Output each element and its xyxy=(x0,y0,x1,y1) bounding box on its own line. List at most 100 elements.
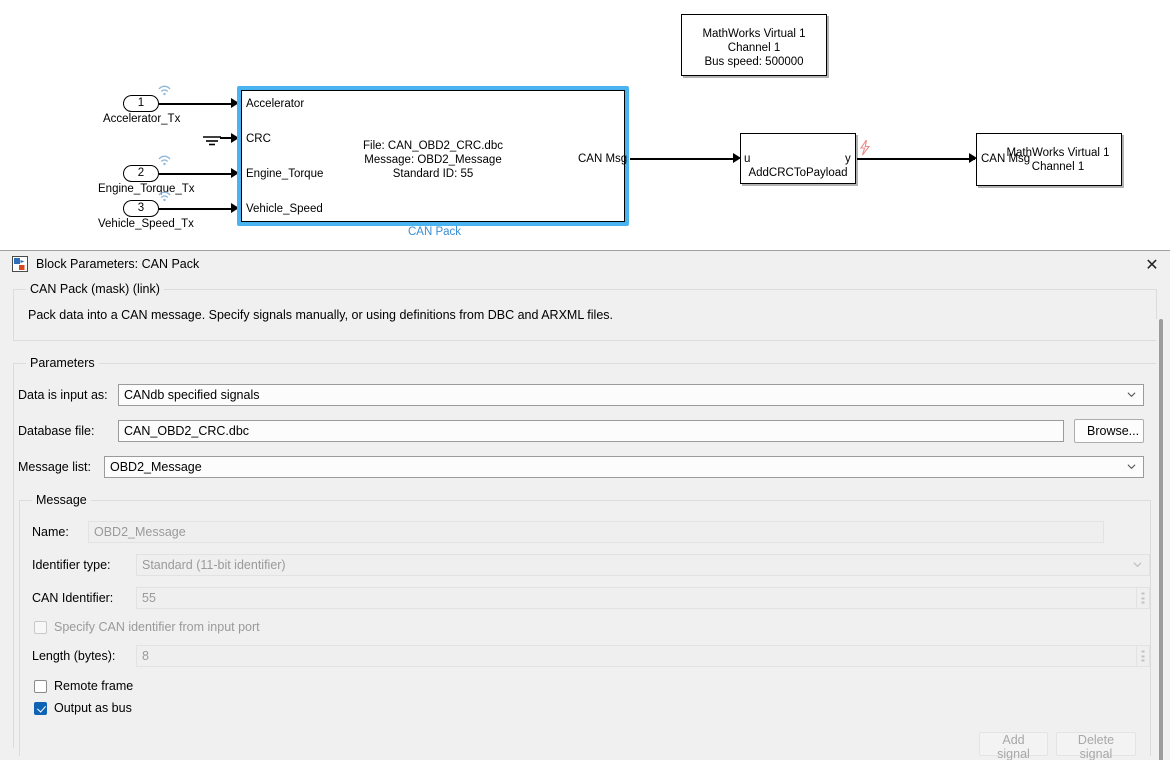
can-configuration-text: MathWorks Virtual 1 Channel 1 Bus speed:… xyxy=(702,28,806,68)
can-pack-port-accelerator: Accelerator xyxy=(246,98,305,110)
length-bytes-value: 8 xyxy=(142,649,149,663)
can-pack-port-vehicle-speed: Vehicle_Speed xyxy=(246,203,323,215)
dialog-scrollbar[interactable] xyxy=(1156,319,1166,760)
signal-arrow-crc xyxy=(231,133,239,143)
can-identifier-value: 55 xyxy=(142,591,156,605)
identifier-type-value: Standard (11-bit identifier) xyxy=(142,558,286,572)
signal-arrow-accelerator xyxy=(231,98,239,108)
message-group-legend: Message xyxy=(32,493,91,507)
identifier-type-row: Identifier type: Standard (11-bit identi… xyxy=(32,554,1150,576)
signal-buttons-row: Add signal Delete signal xyxy=(20,732,1136,760)
add-crc-to-payload-block[interactable] xyxy=(740,133,856,184)
inport-label-1: Accelerator_Tx xyxy=(103,113,181,125)
signal-line-vehicle-speed[interactable] xyxy=(159,208,235,210)
signal-line-can-msg[interactable] xyxy=(630,158,738,160)
can-identifier-label: CAN Identifier: xyxy=(32,591,114,605)
inport-number-2: 2 xyxy=(137,167,145,179)
specify-can-id-label: Specify CAN identifier from input port xyxy=(54,620,260,634)
delete-signal-button: Delete signal xyxy=(1056,732,1136,760)
can-identifier-row: CAN Identifier: 55 xyxy=(32,587,1150,609)
identifier-type-select: Standard (11-bit identifier) xyxy=(136,554,1150,576)
can-pack-body-text: File: CAN_OBD2_CRC.dbc Message: OBD2_Mes… xyxy=(363,140,503,180)
can-pack-block[interactable] xyxy=(237,86,629,226)
parameters-group-legend: Parameters xyxy=(26,356,99,370)
identifier-type-label: Identifier type: xyxy=(32,558,111,572)
output-as-bus-checkbox[interactable]: Output as bus xyxy=(34,701,1150,715)
data-input-label: Data is input as: xyxy=(18,388,108,402)
database-file-input[interactable]: CAN_OBD2_CRC.dbc xyxy=(118,420,1064,442)
wireless-icon-2 xyxy=(158,155,171,166)
dialog-titlebar[interactable]: Block Parameters: CAN Pack ✕ xyxy=(0,251,1170,277)
signal-arrow-addcrc-in xyxy=(733,153,741,163)
chevron-down-icon xyxy=(1133,562,1142,568)
mask-group-legend: CAN Pack (mask) (link) xyxy=(26,282,164,296)
addcrc-port-u: u xyxy=(744,153,751,165)
signal-arrow-transmit-in xyxy=(969,153,977,163)
dialog-title: Block Parameters: CAN Pack xyxy=(36,257,200,271)
signal-arrow-engine-torque xyxy=(231,168,239,178)
mask-description-group: CAN Pack (mask) (link) Pack data into a … xyxy=(13,282,1157,341)
close-icon[interactable]: ✕ xyxy=(1145,254,1159,274)
block-parameters-dialog: Block Parameters: CAN Pack ✕ CAN Pack (m… xyxy=(0,250,1170,760)
add-signal-button: Add signal xyxy=(979,732,1048,760)
wireless-icon-1 xyxy=(158,85,171,96)
signal-arrow-vehicle-speed xyxy=(231,203,239,213)
length-bytes-input: 8 xyxy=(136,645,1137,667)
database-file-value: CAN_OBD2_CRC.dbc xyxy=(124,424,250,438)
database-file-row: Database file: CAN_OBD2_CRC.dbc Browse..… xyxy=(18,419,1156,443)
output-as-bus-label: Output as bus xyxy=(54,701,132,715)
specify-can-id-checkbox-box xyxy=(34,620,47,634)
can-transmit-block[interactable] xyxy=(976,133,1122,186)
inport-block-1[interactable]: 1 xyxy=(123,95,159,112)
data-input-select[interactable]: CANdb specified signals xyxy=(118,384,1144,406)
mask-description-text: Pack data into a CAN message. Specify si… xyxy=(28,308,613,322)
simulink-block-icon xyxy=(12,256,28,272)
signal-line-engine-torque[interactable] xyxy=(159,173,235,175)
message-name-value: OBD2_Message xyxy=(94,525,186,539)
inport-block-2[interactable]: 2 xyxy=(123,165,159,182)
message-name-label: Name: xyxy=(32,525,69,539)
can-pack-port-can-msg: CAN Msg xyxy=(578,153,628,165)
length-bytes-label: Length (bytes): xyxy=(32,649,116,663)
inport-number-1: 1 xyxy=(137,97,145,109)
dialog-scrollbar-thumb[interactable] xyxy=(1159,319,1163,760)
length-bytes-row: Length (bytes): 8 xyxy=(32,645,1150,667)
can-pack-block-label: CAN Pack xyxy=(408,226,462,238)
remote-frame-checkbox[interactable]: Remote frame xyxy=(34,679,1150,693)
length-bytes-spinner xyxy=(1137,645,1150,667)
wireless-icon-3 xyxy=(158,191,171,202)
message-name-input: OBD2_Message xyxy=(88,521,1104,543)
database-file-label: Database file: xyxy=(18,424,95,438)
signal-line-crc[interactable] xyxy=(220,137,236,139)
inport-number-3: 3 xyxy=(137,202,145,214)
ground-icon[interactable] xyxy=(203,132,225,148)
can-pack-port-engine-torque: Engine_Torque xyxy=(246,168,324,180)
output-as-bus-checkbox-box[interactable] xyxy=(34,701,47,715)
data-input-value: CANdb specified signals xyxy=(124,388,260,402)
can-identifier-input: 55 xyxy=(136,587,1137,609)
chevron-down-icon xyxy=(1127,392,1136,398)
specify-can-id-checkbox: Specify CAN identifier from input port xyxy=(34,620,1150,634)
signal-line-accelerator[interactable] xyxy=(159,103,235,105)
remote-frame-label: Remote frame xyxy=(54,679,134,693)
message-name-row: Name: OBD2_Message xyxy=(32,521,1150,543)
parameters-group: Parameters Data is input as: CANdb speci… xyxy=(13,356,1157,760)
inport-block-3[interactable]: 3 xyxy=(123,200,159,217)
inport-label-2: Engine_Torque_Tx xyxy=(98,183,195,195)
can-transmit-text: MathWorks Virtual 1 Channel 1 xyxy=(1006,147,1110,173)
browse-button[interactable]: Browse... xyxy=(1074,419,1144,443)
remote-frame-checkbox-box[interactable] xyxy=(34,679,47,693)
dialog-body: CAN Pack (mask) (link) Pack data into a … xyxy=(0,277,1170,760)
message-list-select[interactable]: OBD2_Message xyxy=(104,456,1144,478)
lightning-bolt-icon xyxy=(859,140,871,156)
message-list-row: Message list: OBD2_Message xyxy=(18,456,1156,478)
can-configuration-block[interactable] xyxy=(681,14,827,76)
message-list-value: OBD2_Message xyxy=(110,460,202,474)
message-list-label: Message list: xyxy=(18,460,91,474)
simulink-canvas[interactable]: 1 Accelerator_Tx 2 Engine_Torque_Tx xyxy=(0,0,1170,238)
signal-line-to-transmit[interactable] xyxy=(857,158,975,160)
can-transmit-port-label: CAN Msg xyxy=(981,153,1031,165)
chevron-down-icon xyxy=(1127,464,1136,470)
data-input-row: Data is input as: CANdb specified signal… xyxy=(18,384,1156,406)
addcrc-block-name: AddCRCToPayload xyxy=(748,167,848,179)
